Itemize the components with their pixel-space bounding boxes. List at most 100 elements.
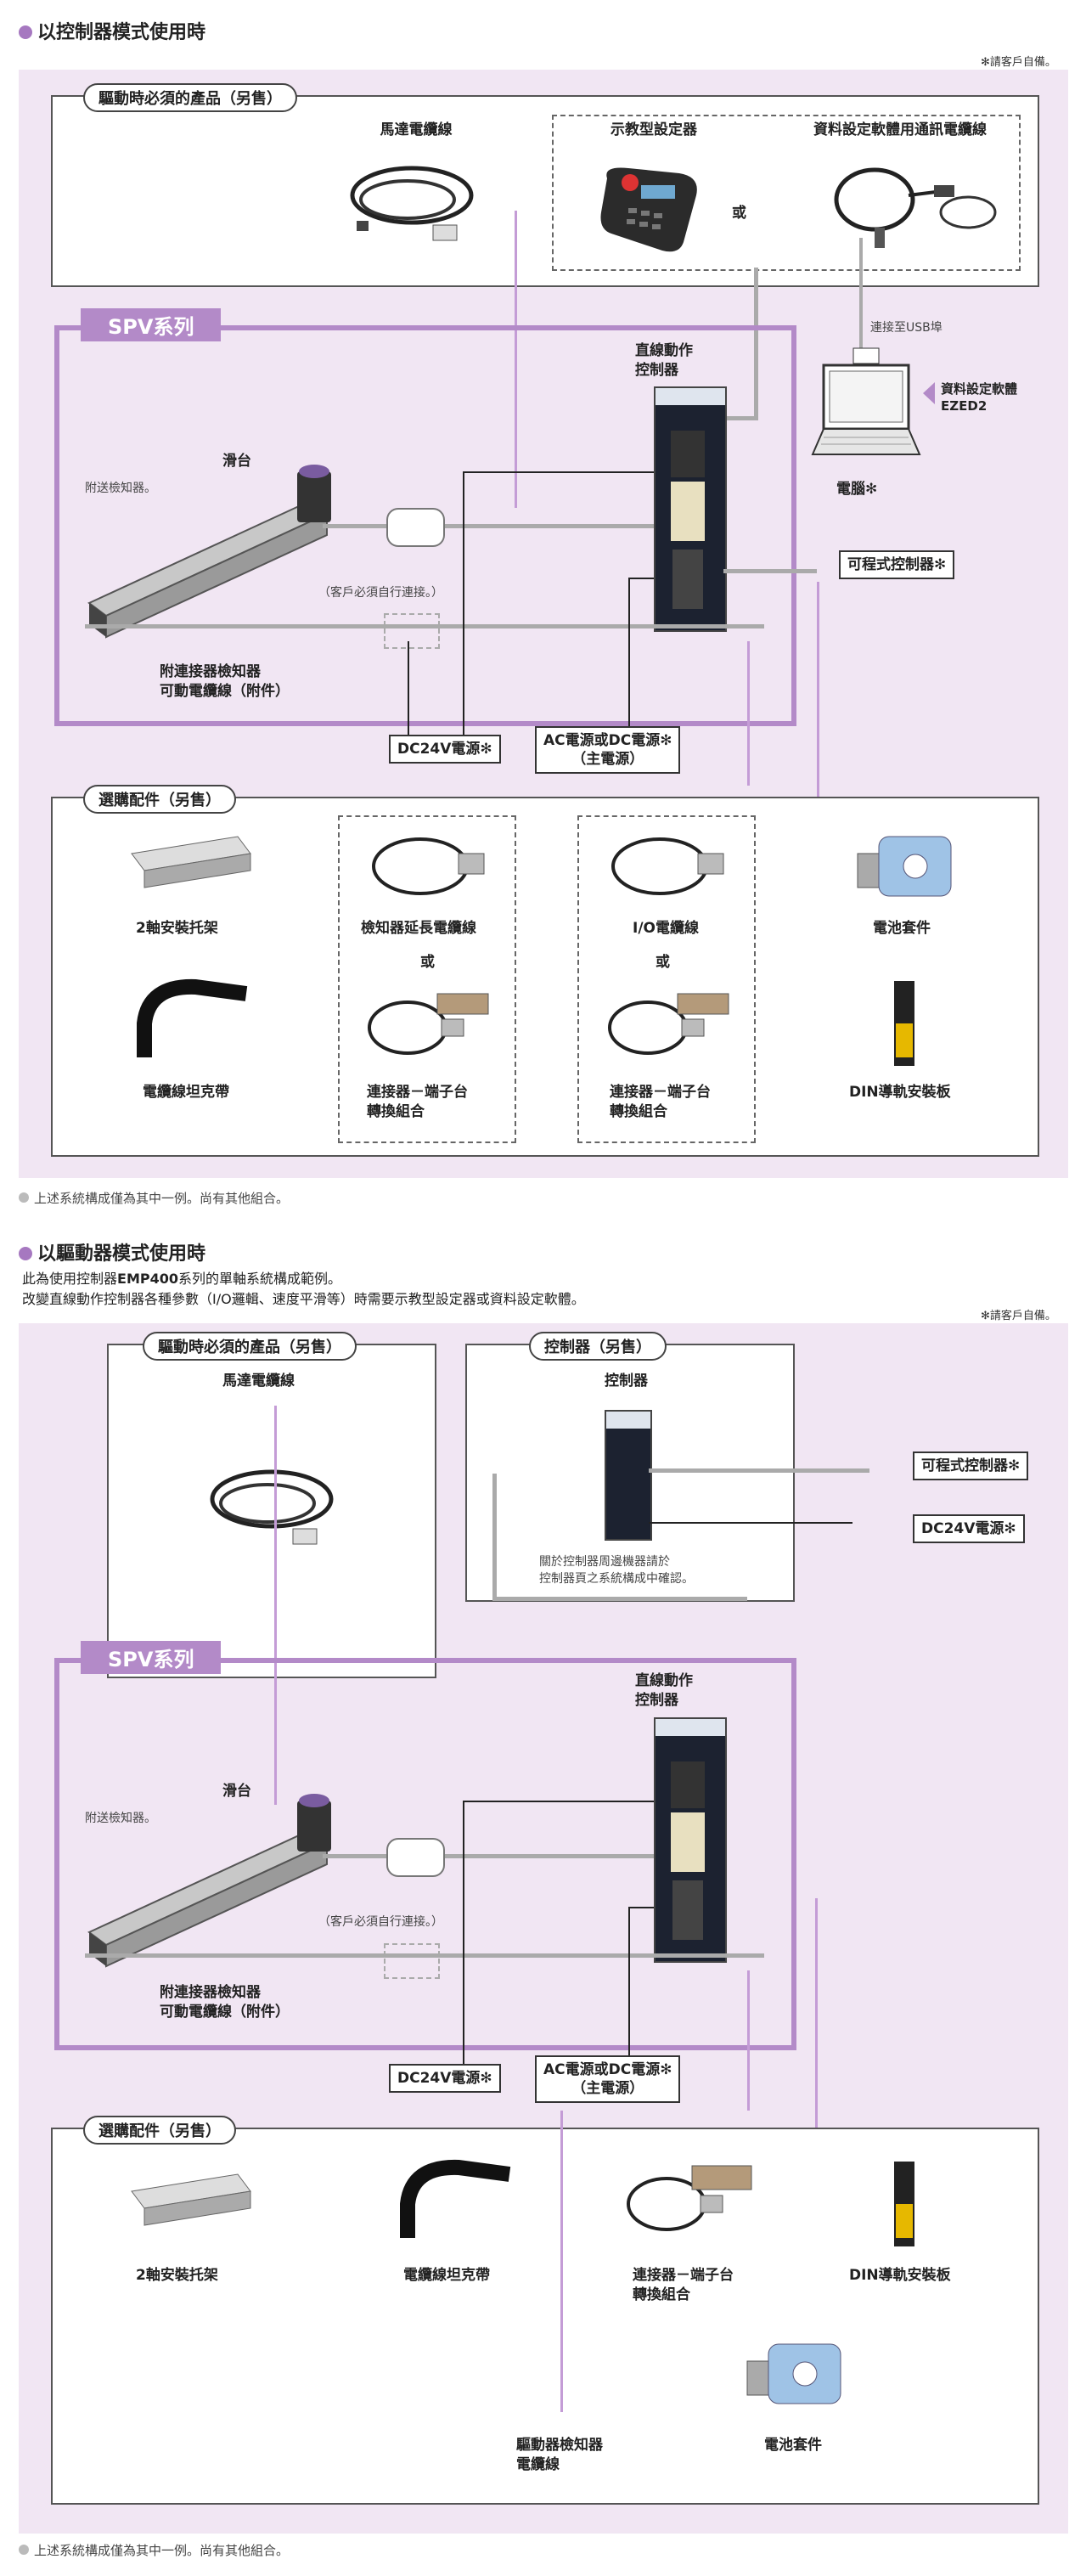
bracket-icon-2 bbox=[127, 2170, 255, 2229]
usb-line bbox=[859, 238, 863, 348]
sensor-cable-label: 附連接器檢知器 可動電纜線（附件） bbox=[160, 662, 290, 702]
acdc-line-2a bbox=[628, 1907, 630, 2064]
note-self-supply-2: ✻請客戶自備。 bbox=[981, 1306, 1056, 1322]
controller-label: 直線動作 控制器 bbox=[635, 341, 693, 380]
opt-din-label: DIN導軌安裝板 bbox=[849, 1083, 951, 1102]
sensor-cable-line-2 bbox=[85, 1953, 764, 1958]
acdc-opt-line-2 bbox=[747, 1970, 750, 2111]
acdc-box: AC電源或DC電源✻ （主電源） bbox=[535, 726, 680, 774]
ctrl-item-label: 控制器 bbox=[605, 1372, 648, 1391]
bracket-icon bbox=[127, 832, 255, 892]
opt-terminal1-label: 連接器－端子台 轉換組合 bbox=[367, 1083, 468, 1122]
section1-title: 以控制器模式使用時 bbox=[19, 17, 205, 44]
comm-cable-label: 資料設定軟體用通訊電纜線 bbox=[798, 121, 1002, 140]
cable-chain-icon-2 bbox=[391, 2157, 518, 2251]
battery-icon bbox=[849, 828, 959, 913]
motor-cable-icon-2 bbox=[200, 1461, 344, 1554]
dc24-box-2: DC24V電源✻ bbox=[389, 2064, 501, 2093]
controller-label-pill: 控制器（另售） bbox=[529, 1332, 667, 1361]
motor-cable-icon bbox=[340, 157, 484, 251]
spv-tag-2: SPV系列 bbox=[81, 1641, 221, 1674]
controller-unit bbox=[654, 386, 727, 632]
comm-cable-icon bbox=[824, 153, 1002, 255]
customer-connector-dashed-2 bbox=[384, 1943, 440, 1979]
opt-terminal-label-2: 連接器－端子台 轉換組合 bbox=[633, 2266, 734, 2305]
usb-note: 連接至USB埠 bbox=[870, 318, 943, 335]
opt-driver-cable-label: 驅動器檢知器 電纜線 bbox=[516, 2436, 603, 2475]
required-products-label: 驅動時必須的產品（另售） bbox=[83, 83, 297, 112]
customer-connector-dashed bbox=[384, 613, 440, 649]
motor-cable-label-2: 馬達電纜線 bbox=[222, 1372, 295, 1391]
controller-unit-2 bbox=[654, 1717, 727, 1963]
plc-box-2: 可程式控制器✻ bbox=[913, 1451, 1028, 1480]
ctrl-note: 關於控制器周邊機器請於 控制器頁之系統構成中確認。 bbox=[539, 1553, 694, 1587]
emp400-controller-unit bbox=[605, 1410, 652, 1541]
ctrl-to-driver-line bbox=[492, 1474, 497, 1601]
or-label-1: 或 bbox=[732, 204, 746, 223]
pc-icon bbox=[811, 344, 921, 471]
terminal-set-icon-2 bbox=[601, 985, 737, 1062]
opt-battery-label-2: 電池套件 bbox=[764, 2436, 822, 2455]
customer-connect-note-2: （客戶必須自行連接。） bbox=[318, 1913, 443, 1930]
opt-bracket-label: 2軸安裝托架 bbox=[136, 919, 218, 939]
section1-footer: 上述系統構成僅為其中一例。尚有其他組合。 bbox=[19, 1189, 289, 1207]
customer-connect-note: （客戶必須自行連接。） bbox=[318, 583, 443, 600]
sensor-cable-line bbox=[85, 624, 764, 628]
io-cable-icon bbox=[605, 828, 732, 905]
din-plate-icon-2 bbox=[887, 2157, 921, 2251]
opt-chain-label-2: 電纜線坦克帶 bbox=[403, 2266, 490, 2286]
section2-title: 以驅動器模式使用時 bbox=[19, 1238, 205, 1265]
teach-pendant-icon bbox=[594, 161, 705, 259]
or-label-2: 或 bbox=[420, 953, 435, 972]
dc24-line-a bbox=[463, 471, 464, 735]
slider-actuator-icon-2 bbox=[81, 1784, 352, 1970]
connector-icon bbox=[386, 508, 445, 547]
driver-cable-line bbox=[560, 2111, 563, 2412]
acdc-box-2: AC電源或DC電源✻ （主電源） bbox=[535, 2055, 680, 2103]
dc24-line-b bbox=[463, 471, 654, 473]
dc24-top-box: DC24V電源✻ bbox=[913, 1514, 1025, 1543]
section2-desc2: 改變直線動作控制器各種參數（I/O邏輯、速度平滑等）時需要示教型設定器或資料設定… bbox=[22, 1288, 585, 1308]
section2-desc1: 此為使用控制器EMP400系列的單軸系統構成範例。 bbox=[22, 1267, 341, 1288]
terminal-set-icon-1 bbox=[361, 985, 497, 1062]
dc24-top-line bbox=[649, 1522, 852, 1524]
software-box: 資料設定軟體 EZED2 bbox=[941, 380, 1017, 415]
section2-footer: 上述系統構成僅為其中一例。尚有其他組合。 bbox=[19, 2541, 289, 2559]
note-self-supply: ✻請客戶自備。 bbox=[981, 53, 1056, 69]
acdc-line-a bbox=[628, 578, 630, 735]
cable-chain-icon bbox=[127, 977, 255, 1070]
opt-battery-label: 電池套件 bbox=[873, 919, 931, 939]
teach-pendant-label: 示教型設定器 bbox=[594, 121, 713, 140]
plc-line bbox=[723, 569, 817, 573]
acdc-line-2b bbox=[628, 1907, 654, 1908]
opt-terminal2-label: 連接器－端子台 轉換組合 bbox=[610, 1083, 711, 1122]
software-label: 資料設定軟體 bbox=[941, 380, 1017, 397]
controller-label-2: 直線動作 控制器 bbox=[635, 1671, 693, 1711]
opt-io-label: I/O電纜線 bbox=[633, 919, 699, 939]
options-label-2: 選購配件（另售） bbox=[83, 2116, 236, 2145]
din-plate-icon bbox=[887, 977, 921, 1070]
acdc-line-b bbox=[628, 578, 654, 579]
spv-tag: SPV系列 bbox=[81, 308, 221, 341]
dc24-line-c bbox=[408, 641, 409, 735]
required-products-label-2: 驅動時必須的產品（另售） bbox=[143, 1332, 357, 1361]
battery-icon-2 bbox=[739, 2336, 849, 2421]
pc-label: 電腦✻ bbox=[836, 480, 877, 499]
opt-bracket-label-2: 2軸安裝托架 bbox=[136, 2266, 218, 2286]
arrow-left-icon bbox=[921, 380, 937, 406]
connector-icon-2 bbox=[386, 1838, 445, 1877]
ctrl-to-driver-h bbox=[492, 1597, 747, 1601]
slider-actuator-icon bbox=[81, 454, 352, 641]
options-label: 選購配件（另售） bbox=[83, 785, 236, 814]
opt-chain-label: 電纜線坦克帶 bbox=[143, 1083, 229, 1102]
plc-box: 可程式控制器✻ bbox=[839, 550, 954, 579]
opt-sensor-ext-label: 檢知器延長電纜線 bbox=[361, 919, 476, 939]
terminal-set-icon-3 bbox=[620, 2157, 756, 2242]
motor-cable-h-line-2 bbox=[323, 1854, 654, 1858]
motor-cable-label: 馬達電纜線 bbox=[365, 121, 467, 140]
opt-din-label-2: DIN導軌安裝板 bbox=[849, 2266, 951, 2286]
sensor-cable-label-2: 附連接器檢知器 可動電纜線（附件） bbox=[160, 1983, 290, 2022]
plc-line-2 bbox=[649, 1468, 869, 1473]
dc24-line-2a bbox=[463, 1801, 464, 2064]
sensor-ext-cable-icon bbox=[365, 828, 492, 905]
